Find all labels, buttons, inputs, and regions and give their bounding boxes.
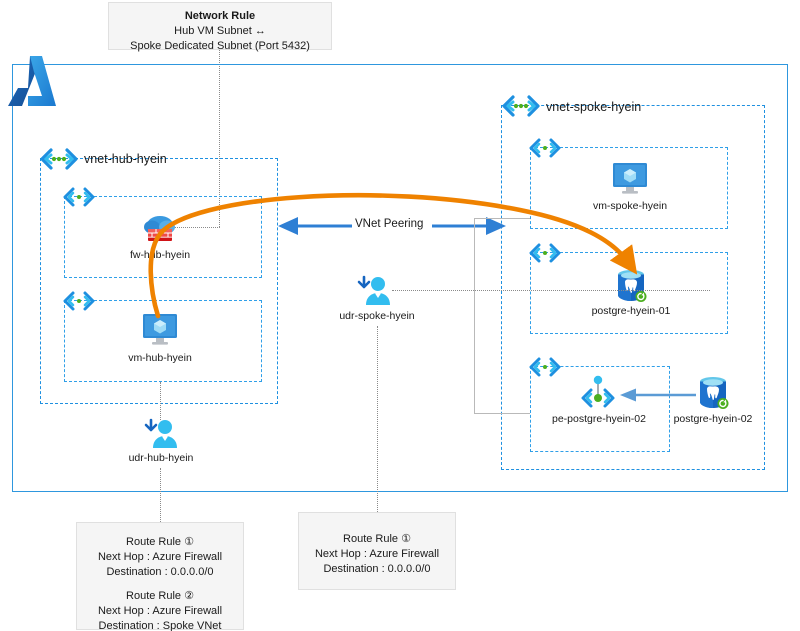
udr-spoke-rule1-title: Route Rule ① <box>343 533 411 545</box>
udr-spoke-rule1-destination: Destination : 0.0.0.0/0 <box>323 563 431 575</box>
vnet-hub-label: vnet-hub-hyein <box>84 152 167 166</box>
note-network-rule-line2: Spoke Dedicated Subnet (Port 5432) <box>130 40 310 52</box>
udr-hub-rule2-nexthop: Next Hop : Azure Firewall <box>97 605 223 617</box>
subscription-boundary <box>12 64 788 492</box>
subnet-spoke-vm-box <box>530 147 728 229</box>
note-network-rule-title: Network Rule <box>184 10 256 22</box>
note-network-rule-line1: Hub VM Subnet ↔ <box>174 25 266 37</box>
vm-hub-label: vm-hub-hyein <box>128 352 192 364</box>
note-spacer <box>85 580 235 589</box>
vnet-hub-box <box>40 158 278 404</box>
note-udr-hub-rules: Route Rule ① Next Hop : Azure Firewall D… <box>76 522 244 631</box>
leader-spoke-branch-down <box>474 290 475 414</box>
postgre-02-label: postgre-hyein-02 <box>673 413 753 425</box>
udr-hub-rule2-destination: Destination : Spoke VNet <box>98 620 222 631</box>
vm-spoke-label: vm-spoke-hyein <box>592 200 668 212</box>
note-udr-spoke-rules: Route Rule ① Next Hop : Azure Firewall D… <box>298 512 456 590</box>
udr-spoke-label: udr-spoke-hyein <box>339 310 415 322</box>
leader-spoke-branch-up-h <box>474 218 530 219</box>
udr-hub-rule2-title: Route Rule ② <box>126 590 194 602</box>
subnet-spoke-pe-box <box>530 366 670 452</box>
udr-spoke-rule1-nexthop: Next Hop : Azure Firewall <box>314 548 440 560</box>
vnet-peering-label: VNet Peering <box>355 218 424 230</box>
udr-hub-label: udr-hub-hyein <box>128 452 194 464</box>
leader-network-rule-vertical <box>219 50 220 227</box>
udr-hub-rule1-title: Route Rule ① <box>126 536 194 548</box>
udr-hub-rule1-destination: Destination : 0.0.0.0/0 <box>106 566 214 578</box>
leader-spoke-branch-down-h <box>474 413 530 414</box>
udr-hub-rule1-nexthop: Next Hop : Azure Firewall <box>97 551 223 563</box>
subnet-hub-firewall-box <box>64 196 262 278</box>
pe-postgre-02-label: pe-postgre-hyein-02 <box>552 413 646 425</box>
postgre-01-label: postgre-hyein-01 <box>591 305 671 317</box>
leader-spoke-branch-up <box>474 218 475 291</box>
leader-network-rule-horizontal <box>165 227 220 228</box>
leader-udr-spoke-bottom <box>377 326 378 522</box>
leader-udr-hub-top <box>160 382 161 420</box>
note-network-rule: Network Rule Hub VM Subnet ↔ Spoke Dedic… <box>108 2 332 52</box>
vnet-spoke-label: vnet-spoke-hyein <box>546 100 642 114</box>
subnet-hub-vm-box <box>64 300 262 382</box>
leader-udr-hub-bottom <box>160 468 161 522</box>
vnet-spoke-box <box>501 105 765 470</box>
fw-hub-label: fw-hub-hyein <box>129 249 191 261</box>
leader-udr-spoke-right <box>392 290 710 291</box>
